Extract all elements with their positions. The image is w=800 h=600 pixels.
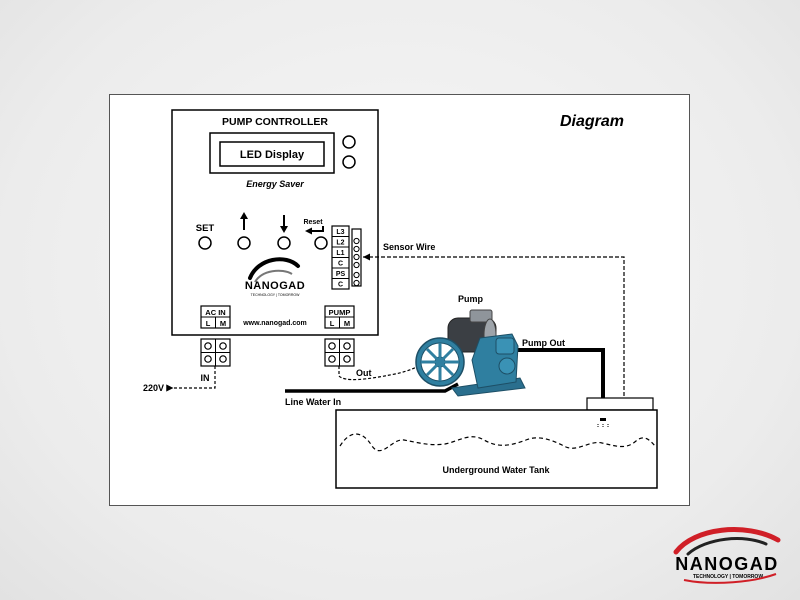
underground-water-tank: Underground Water Tank [335, 397, 658, 489]
ac-in-label: AC IN [205, 308, 225, 317]
terminal-l2: L2 [336, 240, 344, 247]
indicator-light-1 [342, 135, 356, 149]
diagram-title: Diagram [560, 113, 624, 130]
line-water-in-pipe [285, 382, 459, 393]
voltage-label: 220V [143, 383, 164, 393]
reset-arrow-icon [310, 226, 324, 232]
pump-out-pipe [510, 348, 605, 410]
controller-title: PUMP CONTROLLER [222, 116, 328, 128]
pump-terminal-l: L [330, 319, 335, 328]
nanogad-logo: NANOGAD TECHNOLOGY | TOMORROW [673, 527, 781, 584]
energy-saver-tagline: Energy Saver [246, 179, 304, 189]
up-button [237, 236, 251, 250]
pump-out-label: Pump Out [522, 338, 565, 348]
set-button [198, 236, 212, 250]
controller-logo: NANOGAD TECHNOLOGY | TOMORROW [245, 257, 305, 297]
sensor-wire-label: Sensor Wire [383, 242, 435, 252]
pump-out-wire [338, 359, 429, 381]
led-display [219, 141, 325, 167]
outlet-spray-icon [597, 418, 609, 428]
controller-brand-sub: TECHNOLOGY | TOMORROW [251, 293, 300, 297]
reset-button [314, 236, 328, 250]
ac-in-terminal: AC IN L M [200, 305, 231, 329]
set-label: SET [196, 223, 215, 234]
sensor-terminal-block: L3 L2 L1 C PS C [331, 225, 362, 290]
pump-terminal-label: PUMP [329, 308, 351, 317]
pump-terminal-m: M [344, 319, 350, 328]
pump-terminal: PUMP L M [324, 305, 355, 329]
terminal-l3: L3 [336, 229, 344, 236]
in-label: IN [201, 373, 210, 383]
out-label: Out [356, 368, 372, 378]
tank-manhole [586, 397, 654, 411]
ac-connector-block [200, 338, 231, 367]
tank-label: Underground Water Tank [442, 465, 550, 475]
pump-label: Pump [458, 294, 484, 304]
pump-illustration: Pump [415, 294, 526, 397]
pump-controller: PUMP CONTROLLER LED Display Energy Saver… [171, 109, 379, 336]
terminal-l1: L1 [336, 250, 344, 257]
sensor-wire [363, 256, 625, 435]
ac-in-l: L [206, 319, 211, 328]
controller-brand: NANOGAD [245, 280, 305, 292]
down-button [277, 236, 291, 250]
logo-name: NANOGAD [675, 554, 779, 574]
pump-connector-block [324, 338, 355, 367]
controller-website: www.nanogad.com [242, 320, 307, 327]
line-water-in-label: Line Water In [285, 397, 341, 407]
terminal-c2: C [338, 282, 343, 289]
terminal-c1: C [338, 261, 343, 268]
power-input-wire [166, 366, 216, 392]
terminal-ps: PS [336, 271, 346, 278]
led-display-label: LED Display [240, 149, 305, 161]
reset-label: Reset [303, 219, 323, 226]
water-level-line [339, 433, 656, 452]
logo-tagline: TECHNOLOGY | TOMORROW [693, 574, 763, 580]
indicator-light-2 [342, 155, 356, 169]
ac-in-m: M [220, 319, 226, 328]
